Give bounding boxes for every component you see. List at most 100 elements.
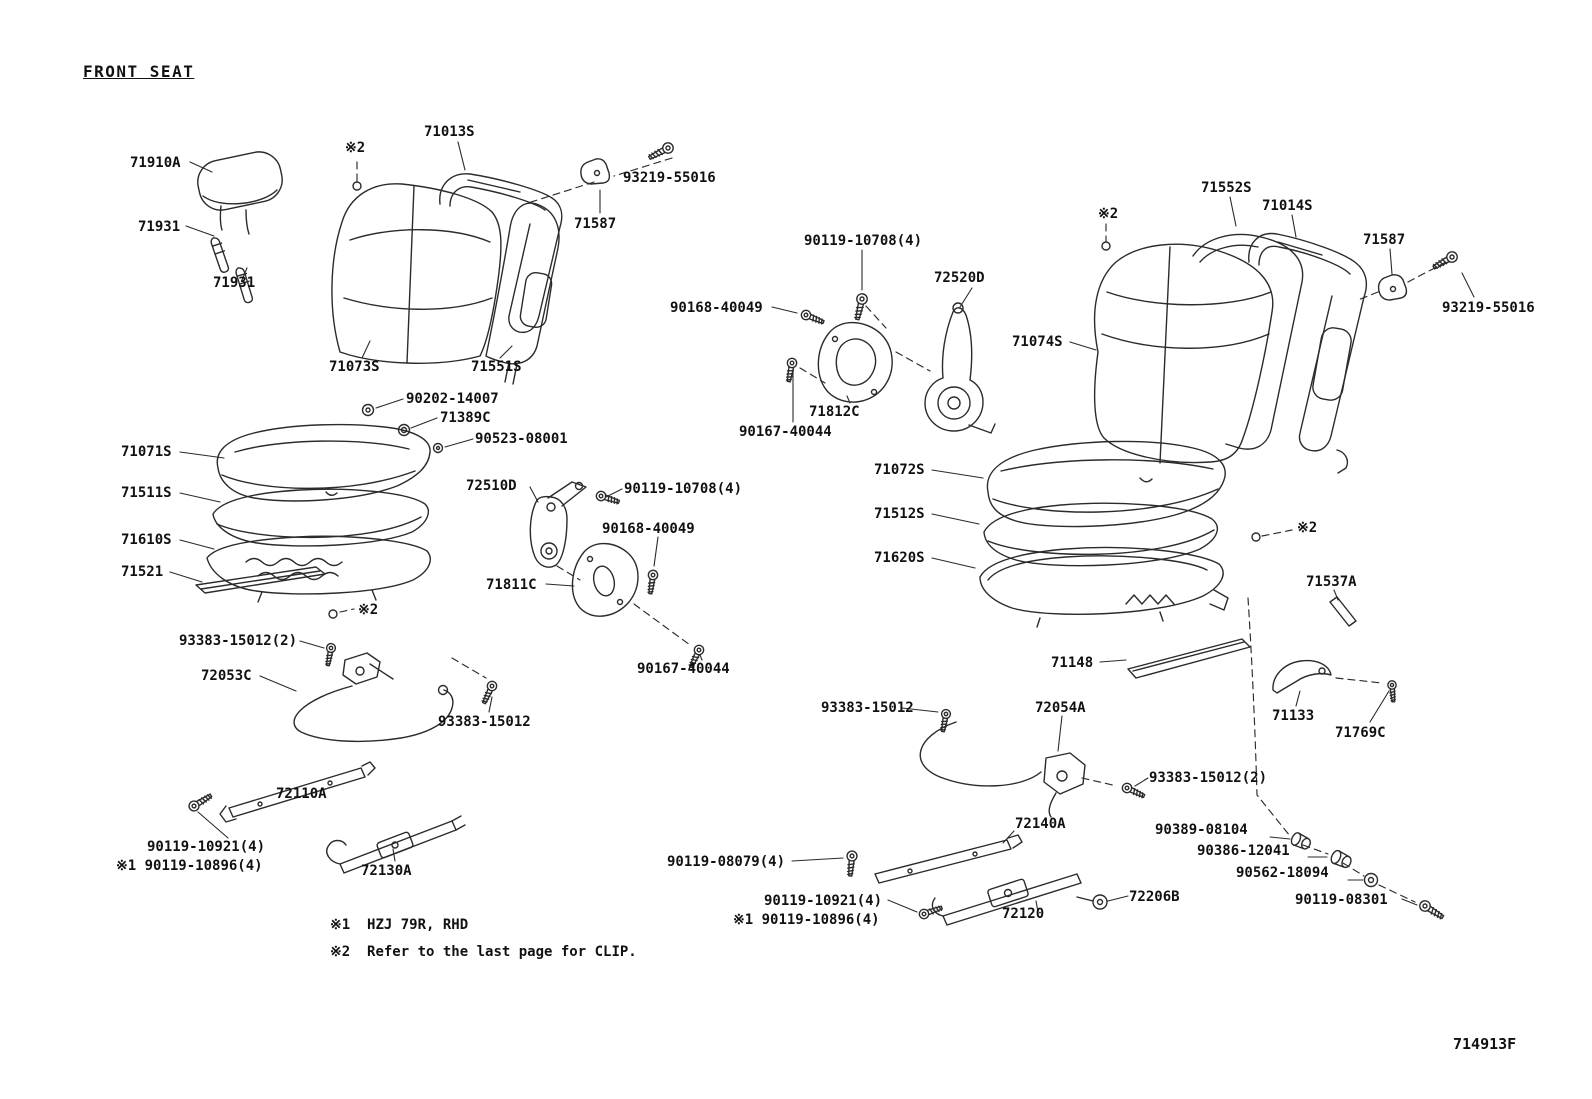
part-label-72054a: 72054A (1035, 700, 1086, 716)
part-label-90167-40044: 90167-40044 (637, 661, 730, 677)
part-label-90119-08301: 90119-08301 (1295, 892, 1388, 908)
bushings-drawing (1288, 830, 1378, 886)
part-label-2: ※2 (1297, 520, 1318, 536)
part-label-2: ※2 (1098, 206, 1119, 222)
screw-icon (851, 292, 869, 322)
screw-icon (186, 790, 215, 814)
page-title: FRONT SEAT (83, 62, 195, 81)
screw-icon (479, 679, 499, 706)
headrest-drawing (194, 148, 287, 304)
part-label-71014s: 71014S (1262, 198, 1313, 214)
part-label-72140a: 72140A (1015, 816, 1066, 832)
screw-icon (1430, 249, 1460, 273)
part-label-72110a: 72110A (276, 786, 327, 802)
bracket-71587-right-drawing (1379, 275, 1407, 300)
part-label-90386-12041: 90386-12041 (1197, 843, 1290, 859)
part-label-71910a: 71910A (130, 155, 181, 171)
part-label-71931: 71931 (138, 219, 181, 235)
screw-icon (1417, 898, 1447, 923)
part-label-71931: 71931 (213, 275, 256, 291)
rail-72110A-drawing (220, 762, 375, 822)
cushion-cover-right-drawing (987, 441, 1225, 526)
part-label-90562-18094: 90562-18094 (1236, 865, 1329, 881)
part-label-2: ※2 (345, 140, 366, 156)
screw-icon (322, 642, 337, 667)
part-label-2: ※2 (358, 602, 379, 618)
seatback-cover-right-drawing (1095, 244, 1273, 463)
part-label-71074s: 71074S (1012, 334, 1063, 350)
screw-icon (783, 356, 799, 384)
screw-icon (1120, 781, 1147, 801)
part-label-71013s: 71013S (424, 124, 475, 140)
doc-number: 714913F (1453, 1035, 1517, 1053)
part-label-71521: 71521 (121, 564, 164, 580)
part-label-93383-15012: 93383-15012 (438, 714, 531, 730)
part-label-71552s: 71552S (1201, 180, 1252, 196)
part-label-90389-08104: 90389-08104 (1155, 822, 1248, 838)
part-label-72510d: 72510D (466, 478, 517, 494)
part-label-90167-40044: 90167-40044 (739, 424, 832, 440)
screw-icon (645, 569, 659, 595)
cushion-pad-right-drawing (984, 503, 1217, 565)
recliner-72520D-drawing (925, 303, 995, 433)
part-label-72520d: 72520D (934, 270, 985, 286)
part-label-1-90119-10896-4: ※1 90119-10896(4) (733, 912, 880, 928)
shield-71811C-drawing (572, 544, 638, 617)
part-label-93383-15012: 93383-15012 (821, 700, 914, 716)
screw-icon (799, 308, 826, 328)
screw-icon (917, 902, 944, 921)
seatback-pad-right-drawing (1193, 234, 1353, 449)
part-label-90119-10921-4: 90119-10921(4) (764, 893, 883, 909)
part-label-71071s: 71071S (121, 444, 172, 460)
seatback-cover-left-drawing (332, 184, 501, 363)
part-label-71073s: 71073S (329, 359, 380, 375)
cable-72053C-drawing (294, 653, 453, 741)
seatback-pad-left-drawing (486, 203, 559, 384)
bracket-71587-left-drawing (581, 159, 610, 184)
cable-72054A-drawing (920, 722, 1085, 817)
part-label-90119-10708-4: 90119-10708(4) (804, 233, 923, 249)
screw-icon (646, 140, 676, 164)
clip-icon (329, 182, 1260, 618)
part-label-71133: 71133 (1272, 708, 1315, 724)
part-label-71072s: 71072S (874, 462, 925, 478)
part-label-71620s: 71620S (874, 550, 925, 566)
rail-72130A-drawing (327, 816, 465, 873)
screw-icon (844, 849, 859, 877)
part-label-72206b: 72206B (1129, 889, 1180, 905)
part-label-71512s: 71512S (874, 506, 925, 522)
pin-71537A-drawing (1330, 597, 1356, 626)
part-label-93383-15012-2: 93383-15012(2) (1149, 770, 1268, 786)
part-label-71769c: 71769C (1335, 725, 1386, 741)
cushion-spring-right-drawing (980, 547, 1228, 627)
part-label-71551s: 71551S (471, 359, 522, 375)
part-label-90119-10708-4: 90119-10708(4) (624, 481, 743, 497)
part-label-71537a: 71537A (1306, 574, 1357, 590)
part-label-72120: 72120 (1002, 906, 1045, 922)
panel-71148-drawing (1128, 639, 1250, 678)
part-label-93219-55016: 93219-55016 (1442, 300, 1535, 316)
arm-71133-drawing (1273, 661, 1331, 693)
panel-71521-drawing (196, 567, 325, 593)
part-label-71811c: 71811C (486, 577, 537, 593)
screw-icon (594, 489, 622, 507)
part-label-90523-08001: 90523-08001 (475, 431, 568, 447)
part-label-90119-10921-4: 90119-10921(4) (147, 839, 266, 855)
part-label-71389c: 71389C (440, 410, 491, 426)
footnote-1: ※1 HZJ 79R, RHD (330, 917, 469, 933)
part-label-71587: 71587 (574, 216, 617, 232)
rail-72140A-drawing (875, 835, 1022, 883)
leader-lines (170, 142, 1474, 912)
part-label-72130a: 72130A (361, 863, 412, 879)
part-label-71610s: 71610S (121, 532, 172, 548)
cushion-pad-left-drawing (213, 489, 428, 546)
small-hardware-icons (363, 405, 443, 453)
dashed-chain-right (1248, 598, 1415, 902)
cushion-spring-left-drawing (207, 536, 430, 602)
part-label-71812c: 71812C (809, 404, 860, 420)
dashed-assembly-lines (340, 158, 1446, 786)
part-label-90168-40049: 90168-40049 (670, 300, 763, 316)
part-label-71148: 71148 (1051, 655, 1094, 671)
